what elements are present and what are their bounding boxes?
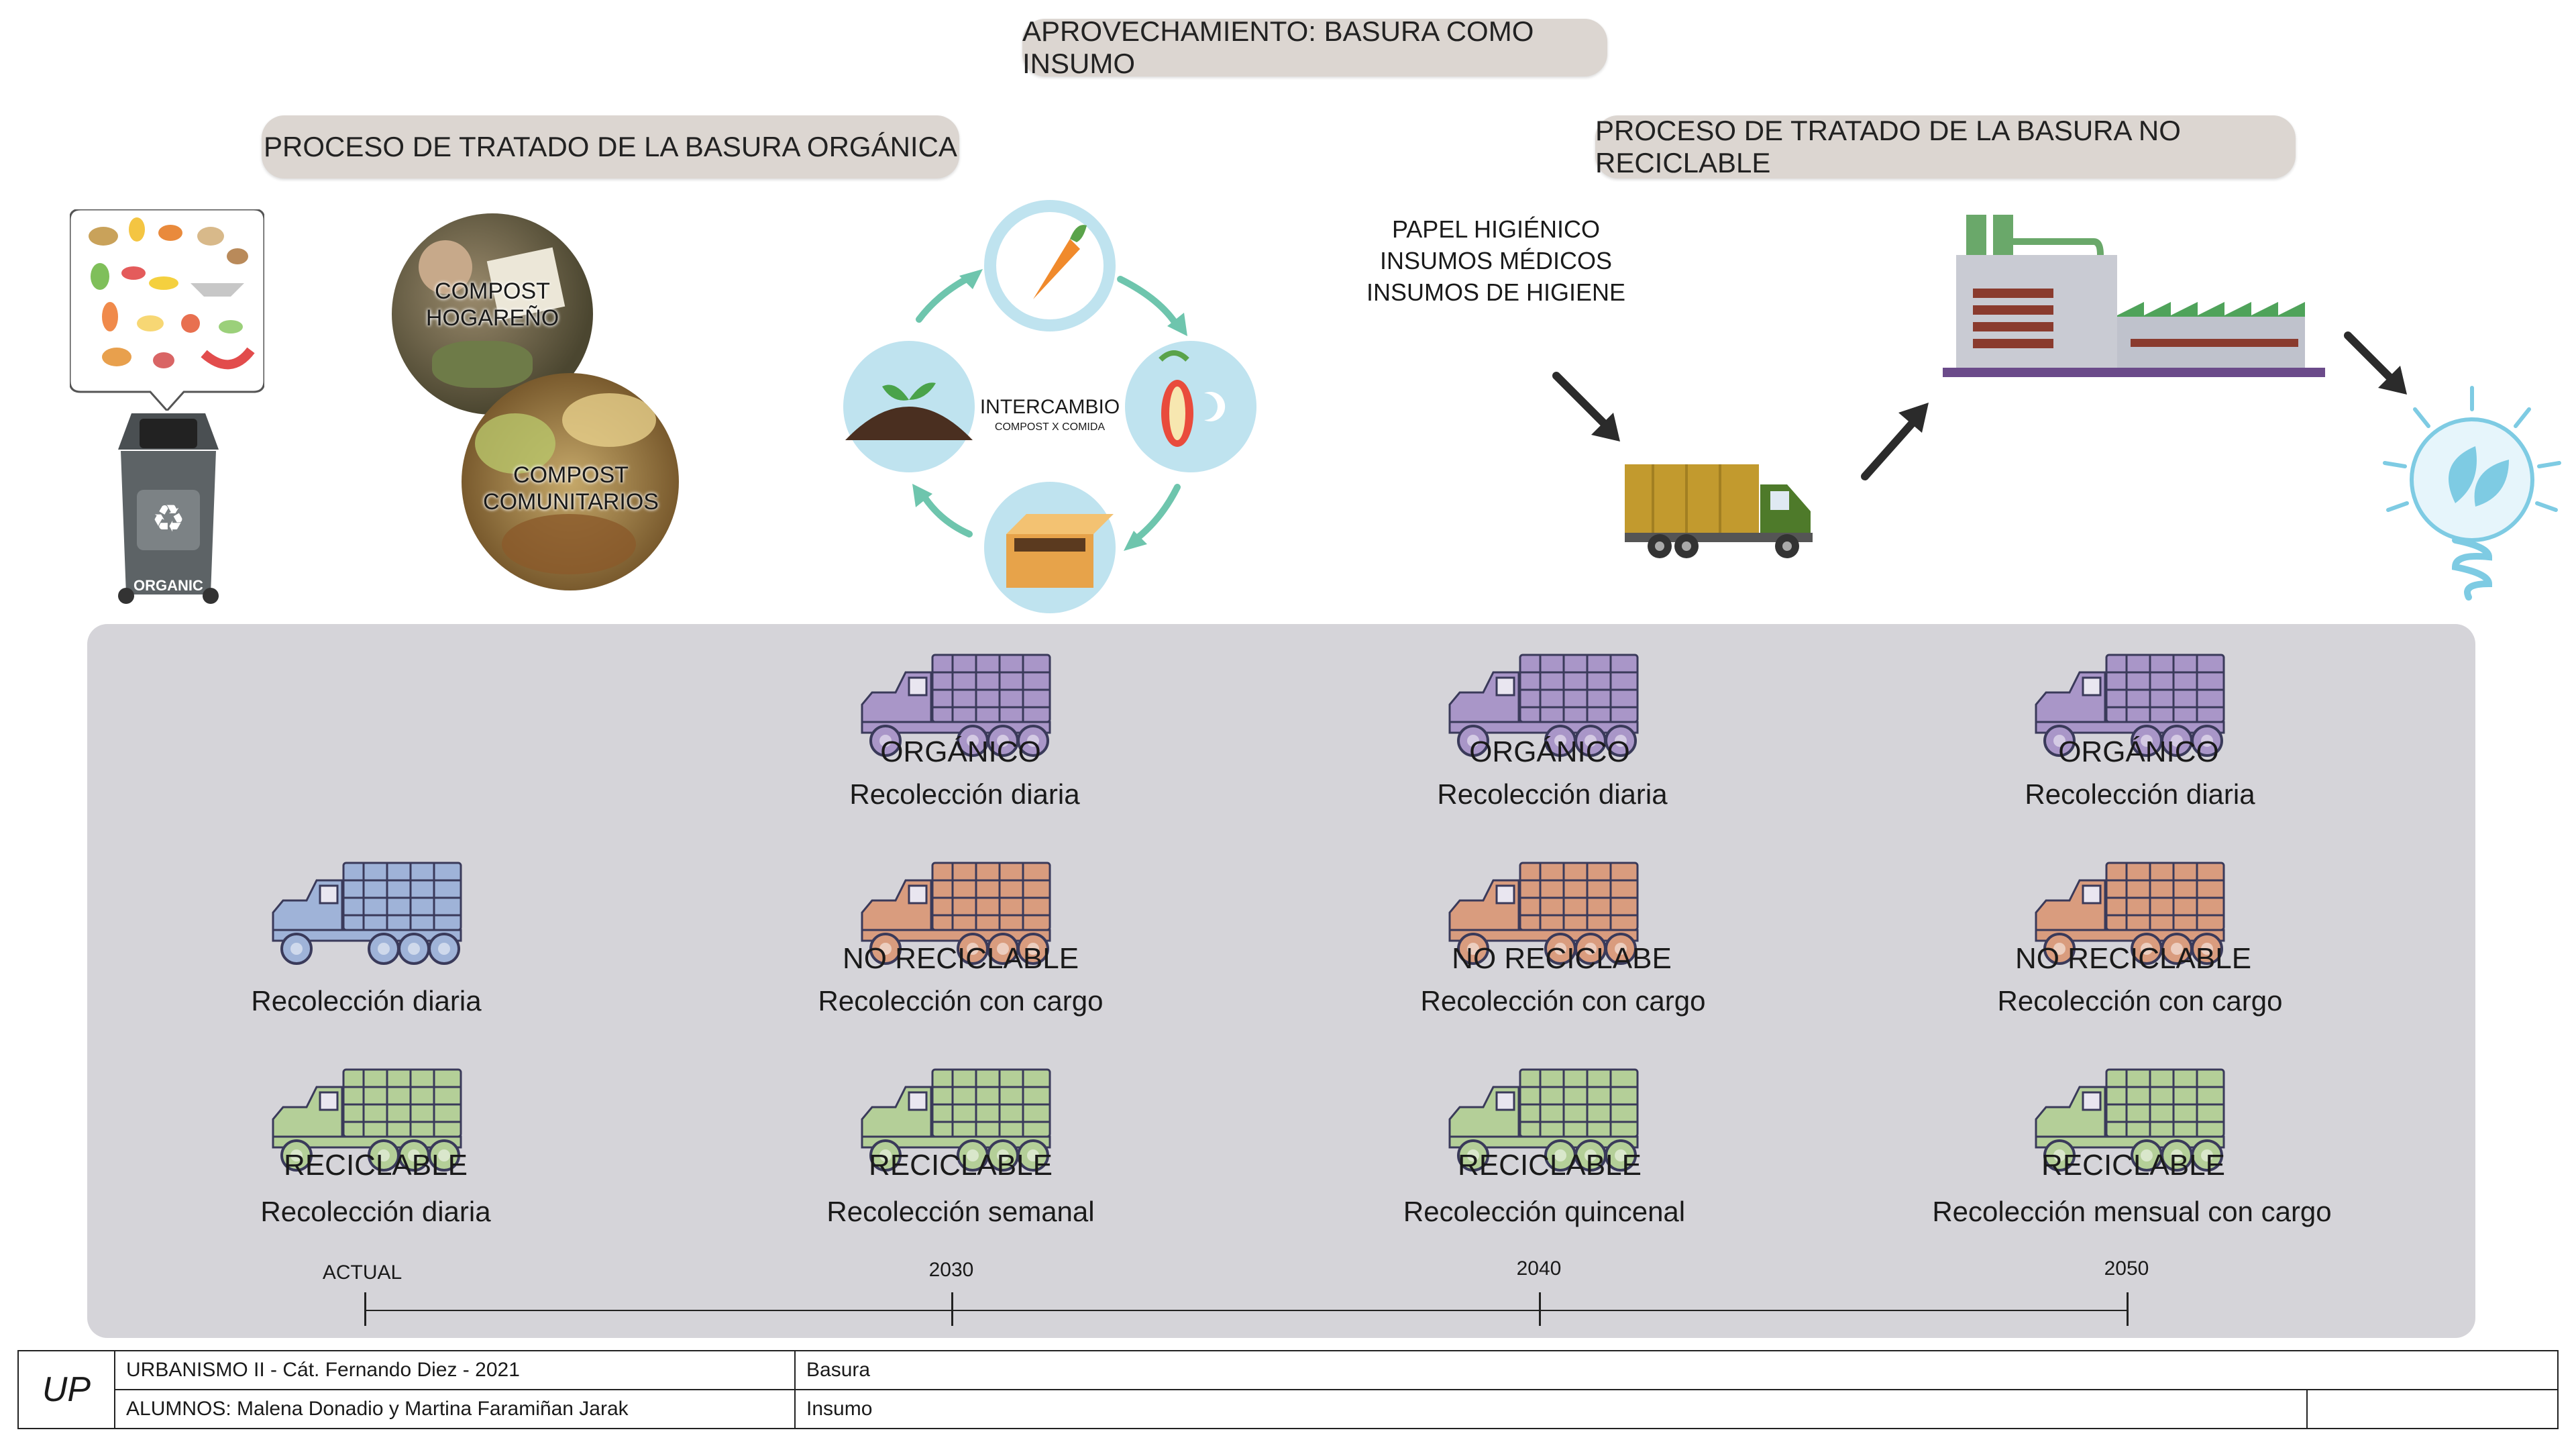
footer-title-block: UP URBANISMO II - Cát. Fernando Diez - 2… xyxy=(17,1350,2559,1429)
organic-bin: ♻ ORGANIC xyxy=(111,409,225,611)
bin-label: ORGANIC xyxy=(133,577,203,594)
rec-desc-actual: Recolección diaria xyxy=(260,1196,491,1227)
garbage-truck xyxy=(1619,458,1821,558)
rec-desc-2050: Recolección mensual con cargo xyxy=(1932,1196,2332,1227)
rec-name-2040: RECICLABLE xyxy=(1458,1149,1642,1182)
item-toilet-paper: PAPEL HIGIÉNICO xyxy=(1391,215,1601,243)
nonrec-name-2030: NO RECICLABLE xyxy=(842,942,1079,975)
rec-desc-2040: Recolección quincenal xyxy=(1403,1196,1686,1227)
tick-2050 xyxy=(2127,1292,2129,1326)
tick-label-2030: 2030 xyxy=(928,1259,974,1281)
food-waste-bubble xyxy=(68,208,266,413)
tick-label-2050: 2050 xyxy=(2104,1257,2149,1280)
tick-label-actual: ACTUAL xyxy=(322,1261,402,1284)
item-medical-supplies: INSUMOS MÉDICOS xyxy=(1379,247,1613,274)
footer-subtopic: Insumo xyxy=(794,1389,2308,1429)
organic-name-2040: ORGÁNICO xyxy=(1469,735,1630,768)
tick-actual xyxy=(364,1292,366,1326)
nonrecyclable-process-title: PROCESO DE TRATADO DE LA BASURA NO RECIC… xyxy=(1595,115,2296,178)
organic-desc-2050: Recolección diaria xyxy=(2025,778,2255,810)
nonrec-name-2040: NO RECICLABE xyxy=(1452,942,1672,975)
svg-text:♻: ♻ xyxy=(152,497,185,541)
footer-students: ALUMNOS: Malena Donadio y Martina Farami… xyxy=(114,1389,796,1429)
rec-desc-2030: Recolección semanal xyxy=(826,1196,1095,1227)
organic-name-2050: ORGÁNICO xyxy=(2058,735,2219,768)
footer-empty-cell xyxy=(2306,1389,2559,1429)
nonrec-desc-2040: Recolección con cargo xyxy=(1420,985,1706,1017)
nonrec-desc-2050: Recolección con cargo xyxy=(1997,985,2283,1017)
tick-2030 xyxy=(951,1292,953,1326)
exchange-cycle xyxy=(839,199,1261,615)
main-title: APROVECHAMIENTO: BASURA COMO INSUMO xyxy=(1022,15,1607,79)
factory xyxy=(1943,201,2325,382)
compost-community-photo xyxy=(462,373,679,590)
organic-process-title: PROCESO DE TRATADO DE LA BASURA ORGÁNICA xyxy=(262,115,959,178)
nonrecyclable-items: PAPEL HIGIÉNICO INSUMOS MÉDICOS INSUMOS … xyxy=(1348,213,1644,308)
item-hygiene-supplies: INSUMOS DE HIGIENE xyxy=(1366,278,1626,306)
lightbulb-leaf-icon xyxy=(2375,382,2569,604)
rec-name-actual: RECICLABLE xyxy=(284,1149,468,1182)
rec-name-2050: RECICLABLE xyxy=(2041,1149,2225,1182)
timeline-axis xyxy=(365,1310,2128,1311)
cycle-subtitle: COMPOST X COMIDA xyxy=(994,421,1106,433)
compost-home-label: COMPOST HOGAREÑO xyxy=(425,278,559,331)
nonrec-desc-2030: Recolección con cargo xyxy=(818,985,1104,1017)
organic-name-2030: ORGÁNICO xyxy=(880,735,1041,768)
flow-arrows xyxy=(1543,322,2442,497)
nonrec-name-2050: NO RECICLABLE xyxy=(2015,942,2252,975)
rec-name-2030: RECICLABLE xyxy=(869,1149,1053,1182)
current-truck xyxy=(272,862,462,965)
cycle-title: INTERCAMBIO xyxy=(979,396,1120,418)
footer-topic: Basura xyxy=(794,1350,2559,1390)
current-collection: Recolección diaria xyxy=(251,985,482,1017)
footer-course: URBANISMO II - Cát. Fernando Diez - 2021 xyxy=(114,1350,796,1390)
footer-logo: UP xyxy=(17,1350,115,1429)
compost-community-label: COMPOST COMUNITARIOS xyxy=(483,462,659,515)
organic-desc-2040: Recolección diaria xyxy=(1437,778,1668,810)
tick-label-2040: 2040 xyxy=(1516,1257,1562,1280)
timeline-panel xyxy=(87,624,2475,1338)
tick-2040 xyxy=(1539,1292,1541,1326)
organic-desc-2030: Recolección diaria xyxy=(849,778,1080,810)
